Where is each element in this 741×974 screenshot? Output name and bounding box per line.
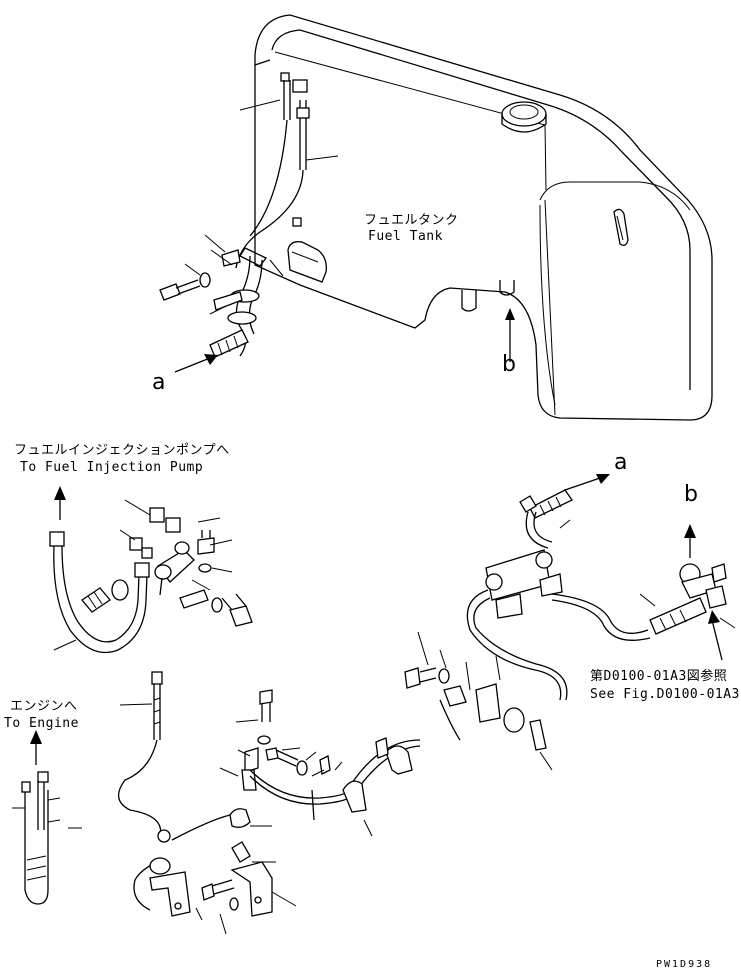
ref-leader [719,617,736,629]
ref-label-en: See Fig.D0100-01A3 [590,687,740,702]
drawing-code: PW1D938 [656,959,713,970]
engine-label-en: To Engine [4,716,79,731]
pump-label-jp: フュエルインジェクションポンプへ [14,443,230,458]
fuel-tank-label-jp: フュエルタンク [364,213,459,228]
right-side-assembly [404,474,727,771]
engine-label-jp: エンジンへ [10,699,78,714]
marker-b-lower: b [684,482,699,507]
tank-fittings [159,72,339,358]
fuel-tank [254,14,713,421]
marker-a-upper: a [152,370,166,395]
marker-a-lower: a [614,450,628,475]
fuel-tank-label-en: Fuel Tank [368,229,443,244]
tank-arrows [174,308,515,373]
pump-side-assembly [49,486,253,654]
ref-label-jp: 第D0100-01A3図参照 [590,669,728,684]
pump-label-en: To Fuel Injection Pump [20,460,204,475]
marker-b-upper: b [502,352,517,377]
engine-side-assembly [12,671,421,935]
